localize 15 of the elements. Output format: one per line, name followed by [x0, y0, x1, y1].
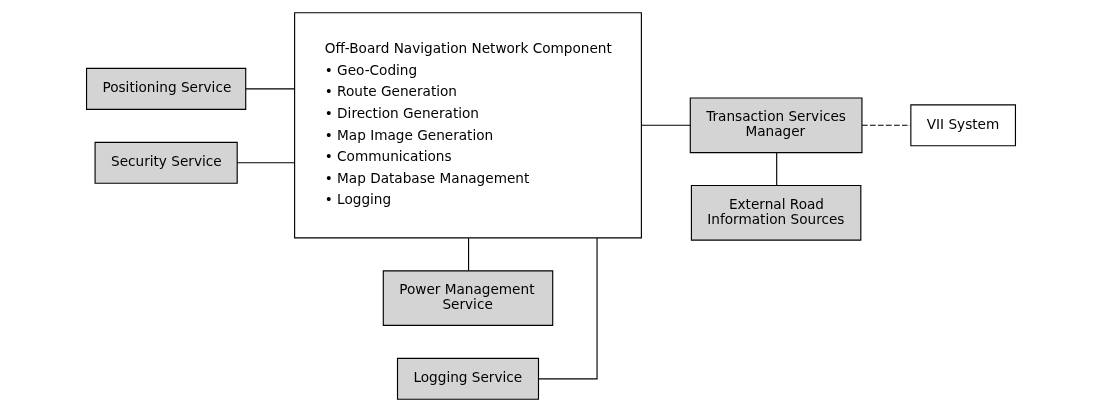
node-box: Logging Service — [396, 357, 540, 400]
node-box: Power Management Service — [382, 270, 554, 326]
connector — [861, 124, 911, 126]
connector — [468, 237, 470, 272]
connector — [640, 124, 691, 126]
connector — [245, 88, 296, 90]
node-box: Positioning Service — [86, 67, 247, 110]
node-box: Security Service — [94, 141, 238, 184]
connector — [538, 237, 598, 380]
node-box: Off-Board Navigation Network Component • Geo-Coding • Route Generation • Direction Generation • Map Image Generation • Communications • Map Database Management • Logging — [294, 12, 642, 239]
node-box: VII System — [910, 104, 1017, 147]
node-box: External Road Information Sources — [690, 184, 862, 241]
connector — [236, 162, 295, 164]
node-box: Transaction Services Manager — [689, 97, 863, 154]
connector — [776, 152, 778, 186]
